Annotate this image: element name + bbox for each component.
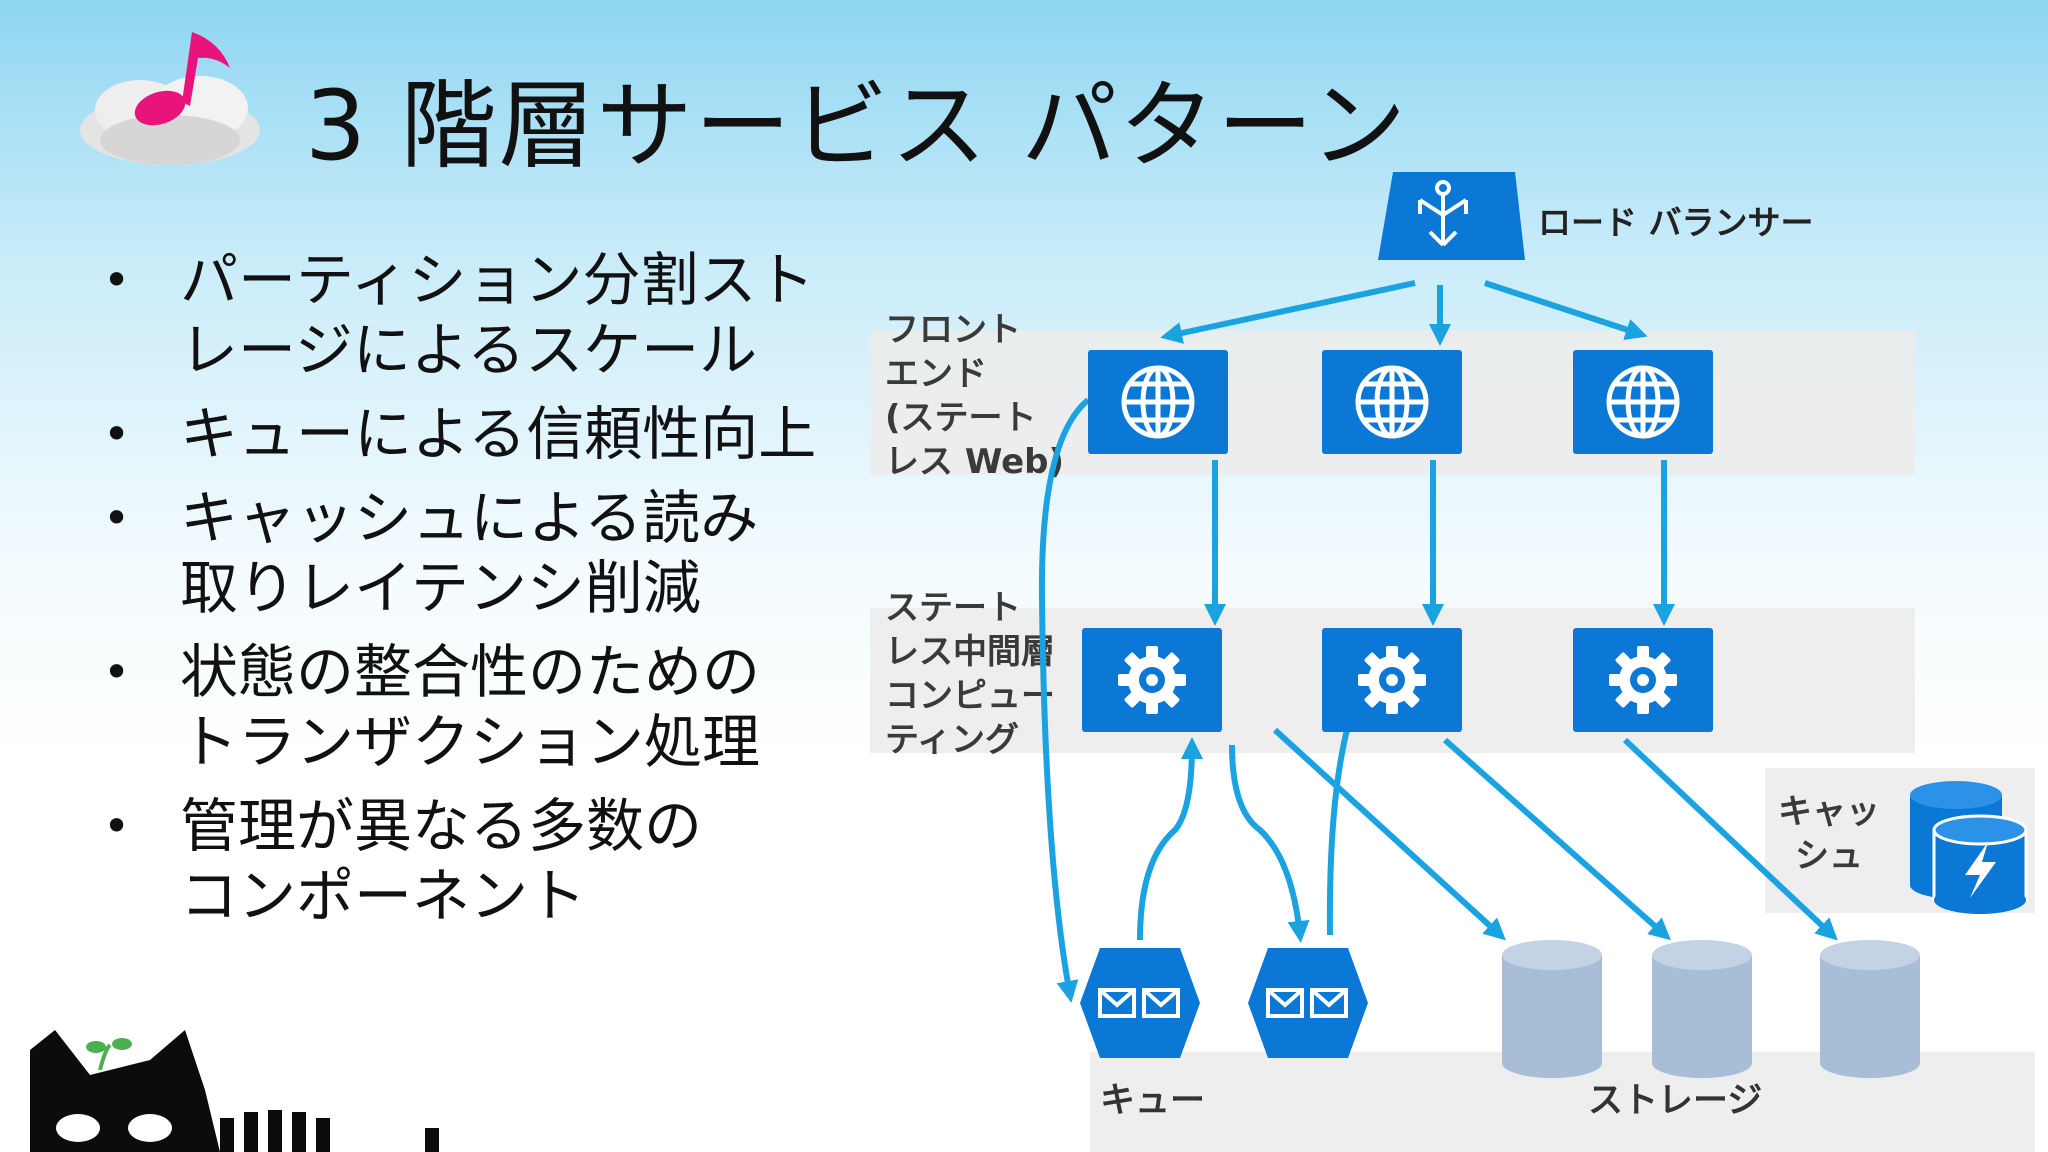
arrow-web1-to-queue1 xyxy=(1038,397,1090,1003)
worker-1 xyxy=(1082,628,1222,732)
cat-mascot xyxy=(30,1030,439,1152)
web-server-3 xyxy=(1573,350,1713,454)
middle-tier-label: ステート レス中間層 コンピュー ティング xyxy=(885,588,1055,760)
bullet-text: キューによる信頼性向上 xyxy=(180,400,817,468)
gear-icon xyxy=(1358,646,1426,714)
bullet-item: 状態の整合性のための トランザクション処理 xyxy=(95,637,816,777)
load-balancer-icon xyxy=(1378,172,1525,260)
arrow-mid2-to-storage2 xyxy=(1443,737,1671,941)
bullet-item: キューによる信頼性向上 xyxy=(95,399,816,469)
arrow-mid3-to-storage3 xyxy=(1622,737,1838,941)
bullet-text: パーティション分割スト レージによるスケール xyxy=(180,246,815,384)
globe-icon xyxy=(1121,365,1195,439)
web-server-1 xyxy=(1088,350,1228,454)
storage-cylinder-2 xyxy=(1652,940,1752,1078)
gear-icon xyxy=(1609,646,1677,714)
bullet-text: 状態の整合性のための トランザクション処理 xyxy=(180,638,761,776)
arrow-mid1-to-storage1 xyxy=(1272,727,1506,941)
cloud-music-logo xyxy=(80,32,260,165)
gear-icon xyxy=(1118,646,1186,714)
storage-cylinder-1 xyxy=(1502,940,1602,1078)
frontend-tier-label: フロント エンド (ステート レス Web) xyxy=(885,310,1065,482)
queue-label: キュー xyxy=(1100,1081,1206,1121)
bullet-list: パーティション分割スト レージによるスケール キューによる信頼性向上 キャッシュ… xyxy=(95,245,816,945)
bullet-text: キャッシュによる読み 取りレイテンシ削減 xyxy=(180,484,759,622)
arrow-queue1-to-mid1 xyxy=(1137,737,1203,941)
globe-icon xyxy=(1606,365,1680,439)
arrow-mid1-to-queue2 xyxy=(1229,744,1310,943)
storage-label: ストレージ xyxy=(1588,1081,1763,1121)
bullet-text: 管理が異なる多数の コンポーネント xyxy=(180,792,703,930)
cache-label: キャッ シュ xyxy=(1778,792,1880,876)
web-server-2 xyxy=(1322,350,1462,454)
worker-3 xyxy=(1573,628,1713,732)
queue-icon-2 xyxy=(1248,948,1368,1058)
bullet-item: パーティション分割スト レージによるスケール xyxy=(95,245,816,385)
page-title: 3 階層サービス パターン xyxy=(305,70,1409,182)
storage-cylinder-3 xyxy=(1820,940,1920,1078)
queue-icon-1 xyxy=(1080,948,1200,1058)
load-balancer-label: ロード バランサー xyxy=(1538,203,1814,242)
bullet-item: キャッシュによる読み 取りレイテンシ削減 xyxy=(95,483,816,623)
globe-icon xyxy=(1355,365,1429,439)
arrow-lb-to-web1 xyxy=(1160,280,1416,344)
arrow-lb-to-web3 xyxy=(1484,280,1648,341)
bullet-item: 管理が異なる多数の コンポーネント xyxy=(95,791,816,931)
cache-icon xyxy=(1910,781,2028,914)
worker-2 xyxy=(1322,628,1462,732)
